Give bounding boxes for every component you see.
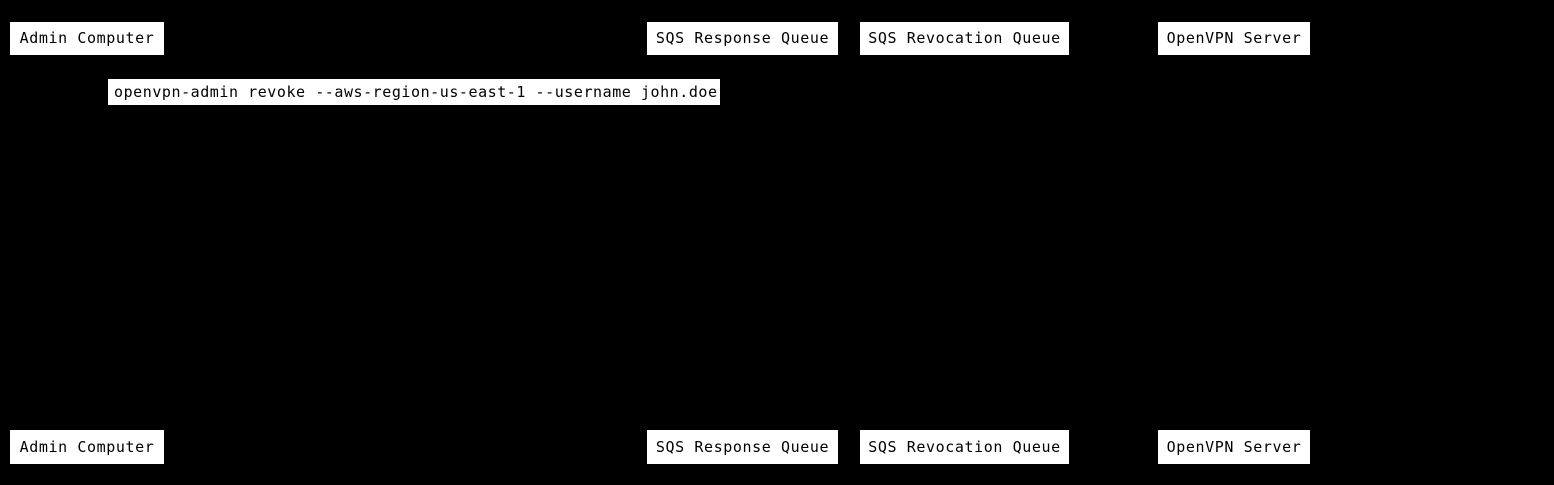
participant-header-sqs-response-queue-label: SQS Response Queue: [655, 29, 830, 47]
participant-footer-sqs-response-queue[interactable]: SQS Response Queue: [647, 430, 838, 464]
participant-header-openvpn-server-label: OpenVPN Server: [1166, 29, 1302, 47]
participant-footer-openvpn-server-label: OpenVPN Server: [1166, 437, 1302, 456]
participant-header-openvpn-server[interactable]: OpenVPN Server: [1158, 22, 1310, 55]
participant-footer-admin-computer-label: Admin Computer: [19, 437, 155, 456]
participant-footer-sqs-response-queue-label: SQS Response Queue: [655, 437, 830, 456]
participant-footer-openvpn-server[interactable]: OpenVPN Server: [1158, 430, 1310, 464]
participant-header-sqs-revocation-queue-label: SQS Revocation Queue: [868, 29, 1061, 47]
participant-footer-sqs-revocation-queue-label: SQS Revocation Queue: [868, 437, 1061, 456]
participant-header-sqs-response-queue[interactable]: SQS Response Queue: [647, 22, 838, 55]
message-revoke-command[interactable]: openvpn-admin revoke --aws-region-us-eas…: [108, 79, 720, 105]
lifeline-sqs-revocation-queue: [964, 55, 965, 430]
participant-header-admin-computer[interactable]: Admin Computer: [10, 22, 164, 55]
lifeline-admin-computer: [87, 55, 88, 430]
participant-footer-sqs-revocation-queue[interactable]: SQS Revocation Queue: [860, 430, 1069, 464]
participant-header-admin-computer-label: Admin Computer: [19, 29, 155, 47]
message-revoke-command-label: openvpn-admin revoke --aws-region-us-eas…: [114, 82, 718, 101]
lifeline-openvpn-server: [1234, 55, 1235, 430]
participant-header-sqs-revocation-queue[interactable]: SQS Revocation Queue: [860, 22, 1069, 55]
participant-footer-admin-computer[interactable]: Admin Computer: [10, 430, 164, 464]
lifeline-sqs-response-queue: [742, 55, 743, 430]
